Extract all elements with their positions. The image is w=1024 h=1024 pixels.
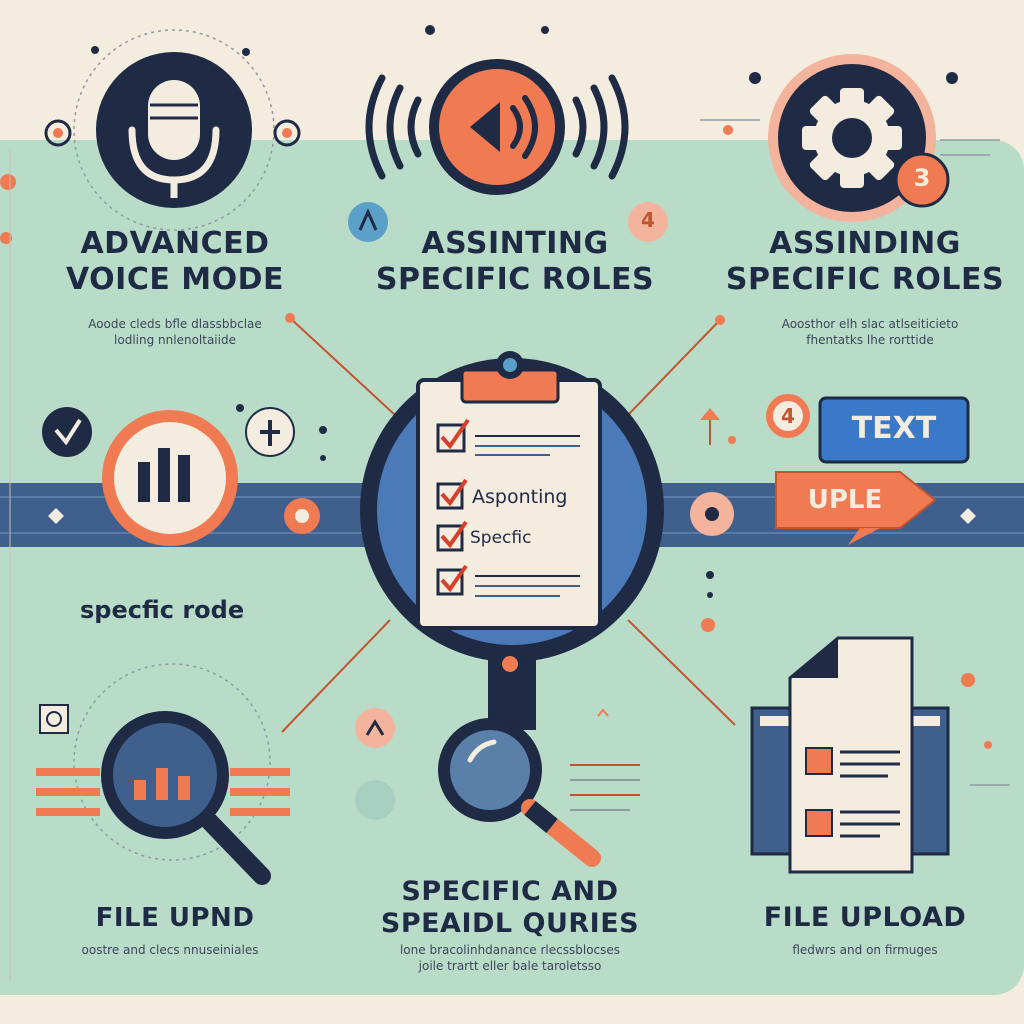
voice-desc: Aoode cleds bfle dlassbbclae lodling nnl… bbox=[30, 316, 320, 348]
roles-center-title-line2: SPECIFIC ROLES bbox=[375, 262, 655, 297]
checkbox-icon bbox=[436, 564, 468, 596]
queries-title-line1: SPECIFIC AND bbox=[401, 876, 619, 907]
queries-desc: lone bracolinhdanance rlecssblocses joil… bbox=[360, 942, 660, 974]
file-upnd-desc: oostre and clecs nnuseiniales bbox=[81, 943, 259, 957]
voice-title-line1: ADVANCED bbox=[80, 226, 270, 261]
checkbox-icon bbox=[436, 478, 468, 510]
microphone-icon bbox=[44, 29, 301, 231]
queries-desc-line2: joile trartt eller bale taroletsso bbox=[418, 959, 602, 973]
roles-center-title: ASSINTING SPECIFIC ROLES bbox=[360, 226, 670, 298]
connector-lines bbox=[281, 317, 736, 733]
roles-center-title-line1: ASSINTING bbox=[421, 226, 609, 261]
small-badge-icon bbox=[348, 202, 388, 242]
speaker-icon bbox=[365, 25, 629, 195]
clipboard-hub bbox=[360, 351, 664, 662]
voice-desc-line1: Aoode cleds bfle dlassbbclae bbox=[88, 317, 262, 331]
upload-arrow-label: UPLE bbox=[807, 485, 883, 515]
roles-right-title-line1: ASSINDING bbox=[769, 226, 961, 261]
gear-icon bbox=[700, 54, 1000, 222]
checkbox-icon bbox=[436, 418, 470, 453]
roles-right-title-line2: SPECIFIC ROLES bbox=[725, 262, 1005, 297]
text-badge-label: TEXT bbox=[851, 411, 937, 446]
small-arrow-icon bbox=[42, 407, 92, 457]
badge-four-label: 4 bbox=[641, 208, 655, 232]
file-upload-title: FILE UPLOAD bbox=[763, 902, 967, 933]
roles-right-desc-line2: fhentatks lhe rorttide bbox=[806, 333, 934, 347]
file-upload-desc: fledwrs and on firmuges bbox=[792, 943, 938, 957]
magnifier-icon bbox=[355, 708, 640, 867]
voice-desc-line2: lodling nnlenoltaiide bbox=[114, 333, 236, 347]
text-badge-number: 4 bbox=[781, 404, 795, 428]
badge-four bbox=[628, 202, 668, 242]
voice-title: ADVANCED VOICE MODE bbox=[40, 226, 310, 298]
magnifier-chart-icon bbox=[36, 663, 290, 885]
badge-three-label: 3 bbox=[913, 164, 931, 192]
small-location-icon bbox=[245, 407, 295, 457]
document-icon bbox=[750, 636, 1010, 874]
roles-right-title: ASSINDING SPECIFIC ROLES bbox=[700, 226, 1024, 298]
roles-right-desc: Aoosthor elh slac atlseiticieto fhentatk… bbox=[730, 316, 1010, 348]
queries-title: SPECIFIC AND SPEAIDL QURIES bbox=[350, 876, 670, 940]
queries-title-line2: SPEAIDL QURIES bbox=[380, 908, 640, 939]
checkbox-icon bbox=[436, 520, 468, 552]
text-badge bbox=[766, 394, 970, 545]
edge-dot bbox=[0, 174, 16, 190]
clipboard-item-2: Specfic bbox=[470, 528, 532, 548]
bar-chart-icon bbox=[102, 410, 238, 546]
clipboard-item-1: Asponting bbox=[472, 486, 568, 508]
queries-desc-line1: lone bracolinhdanance rlecssblocses bbox=[399, 943, 621, 957]
file-upnd-title: FILE UPND bbox=[95, 903, 255, 933]
voice-title-line2: VOICE MODE bbox=[65, 262, 285, 297]
specific-role-label: specfic rode bbox=[80, 596, 245, 624]
roles-right-desc-line1: Aoosthor elh slac atlseiticieto bbox=[781, 317, 959, 331]
